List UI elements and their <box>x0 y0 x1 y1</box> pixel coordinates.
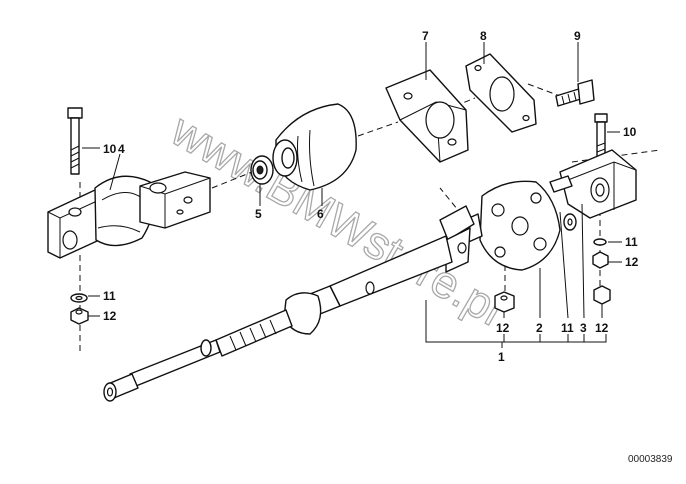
callout-nut-right: 12 <box>625 255 639 269</box>
callout-bolt-right: 10 <box>623 125 637 139</box>
steering-shaft-part <box>103 205 483 402</box>
callout-washer-right: 11 <box>625 235 638 249</box>
callout-boot: 6 <box>317 207 324 221</box>
callout-washer-bottom: 11 <box>561 321 574 335</box>
callout-nut-left: 12 <box>103 309 117 323</box>
callout-assembly: 1 <box>498 350 505 364</box>
bolt-left-part <box>67 107 83 175</box>
seal-part <box>250 155 274 185</box>
callout-nut-bottom-a: 12 <box>496 321 510 335</box>
callout-nut-bottom-b: 12 <box>595 321 609 335</box>
callout-labels: 10 4 11 12 5 6 7 8 9 10 11 12 12 2 11 3 … <box>103 29 639 364</box>
callout-clamp: 3 <box>580 321 587 335</box>
callout-gasket: 8 <box>480 29 487 43</box>
rubber-disc-part <box>479 180 561 271</box>
reference-number: 00003839 <box>628 454 673 465</box>
bottom-fasteners <box>494 213 611 313</box>
leader-lines <box>82 42 622 348</box>
boot-part <box>272 103 357 191</box>
bolt-top-part <box>555 79 595 107</box>
callout-washer-left: 11 <box>103 289 116 303</box>
washer-nut-left <box>70 293 89 325</box>
flange-plate-part <box>385 69 469 163</box>
callout-joint-left: 4 <box>118 142 125 156</box>
callout-seal: 5 <box>255 207 262 221</box>
callout-flange-plate: 7 <box>422 29 429 43</box>
universal-joint-part <box>47 171 211 259</box>
callout-bolt-left: 10 <box>103 142 117 156</box>
clamp-block-part <box>549 149 637 219</box>
gasket-part <box>465 53 537 133</box>
callout-disc: 2 <box>536 321 543 335</box>
callout-bolt-top: 9 <box>574 29 581 43</box>
